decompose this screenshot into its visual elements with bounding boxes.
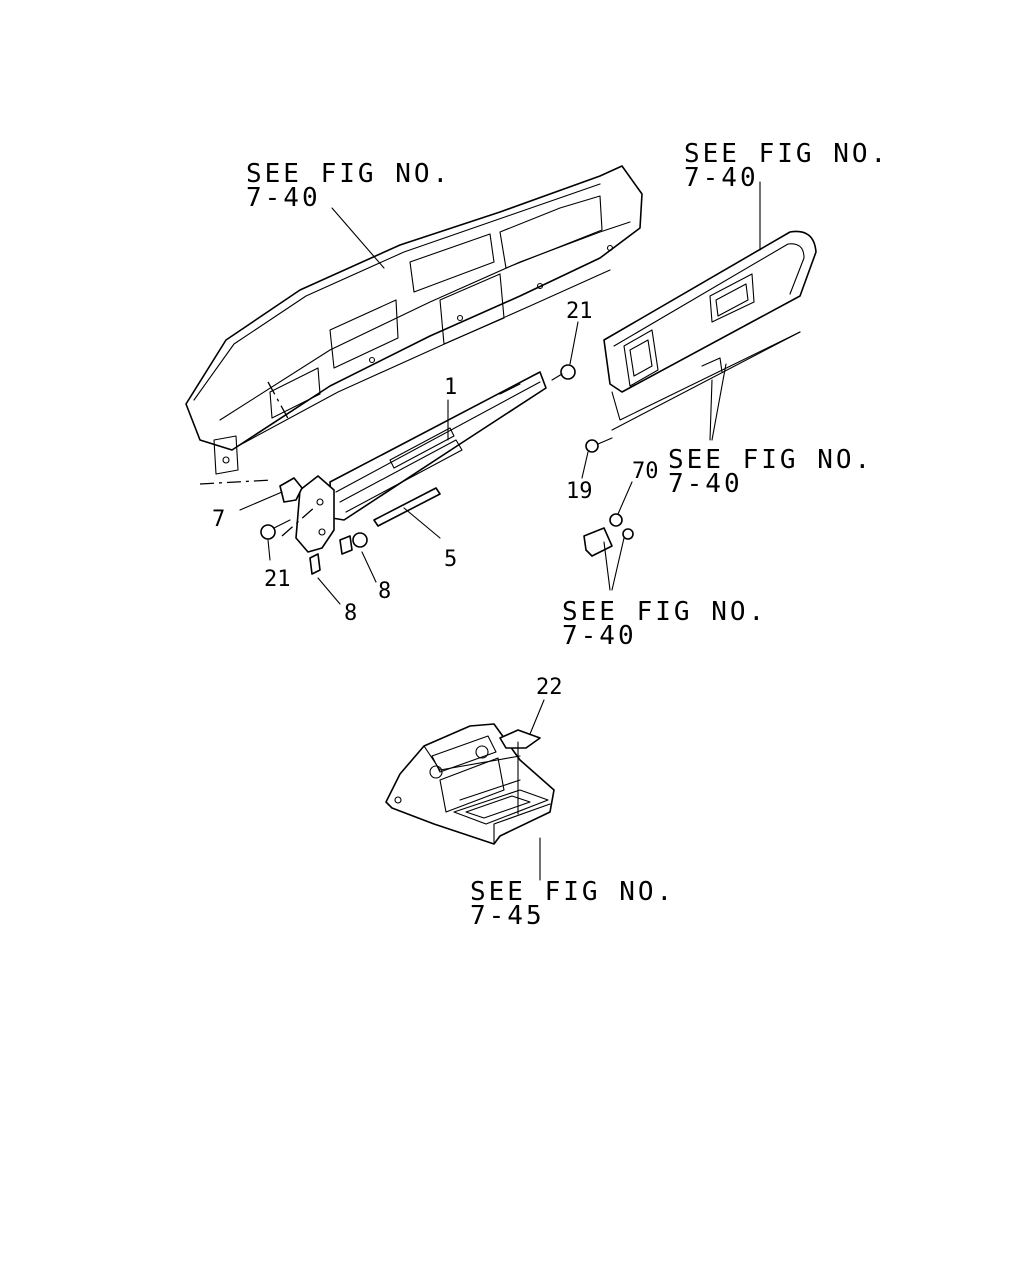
callout-line2: 7-40 [562,621,637,651]
callout-line1: SEE FIG NO. [470,877,675,907]
bracket-assembly [281,371,547,553]
part-number-5: 5 [444,547,457,572]
part-number-21: 21 [264,567,291,592]
screw-19 [585,437,613,453]
callout-line1: SEE FIG NO. [668,445,873,475]
trim-strip [373,487,441,527]
callout-line1: SEE FIG NO. [684,139,889,169]
clip-part-7 [279,477,303,503]
bracket-lower [583,513,634,557]
part-number-22: 22 [536,675,563,700]
callout-lid-ref: SEE FIG NO. 7-40 [684,139,889,193]
console [385,723,555,845]
leader-lines [239,181,761,881]
part-number-8: 8 [344,601,357,626]
callout-line1: SEE FIG NO. [562,597,767,627]
dashboard-panel [185,165,643,485]
callout-line2: 7-40 [684,163,759,193]
callout-line2: 7-40 [668,469,743,499]
callout-lid-lower-ref: SEE FIG NO. 7-40 [668,445,873,499]
callout-bracket-ref: SEE FIG NO. 7-40 [562,597,767,651]
callout-dash-ref: SEE FIG NO. 7-40 [246,159,451,213]
part-number-7: 7 [212,507,225,532]
callout-line1: SEE FIG NO. [246,159,451,189]
part-number-19: 19 [566,479,593,504]
nut-8-right [339,532,368,555]
part-number-8: 8 [378,579,391,604]
callout-console-ref: SEE FIG NO. 7-45 [470,877,675,931]
bolt-21-right [551,364,576,381]
part-number-1: 1 [444,375,457,400]
nut-8-left [309,553,321,575]
lid-panel [603,230,817,431]
callout-line2: 7-45 [470,901,545,931]
callout-line2: 7-40 [246,183,321,213]
part-number-70: 70 [632,459,659,484]
bolt-21-left [260,519,291,540]
part-number-21: 21 [566,299,593,324]
